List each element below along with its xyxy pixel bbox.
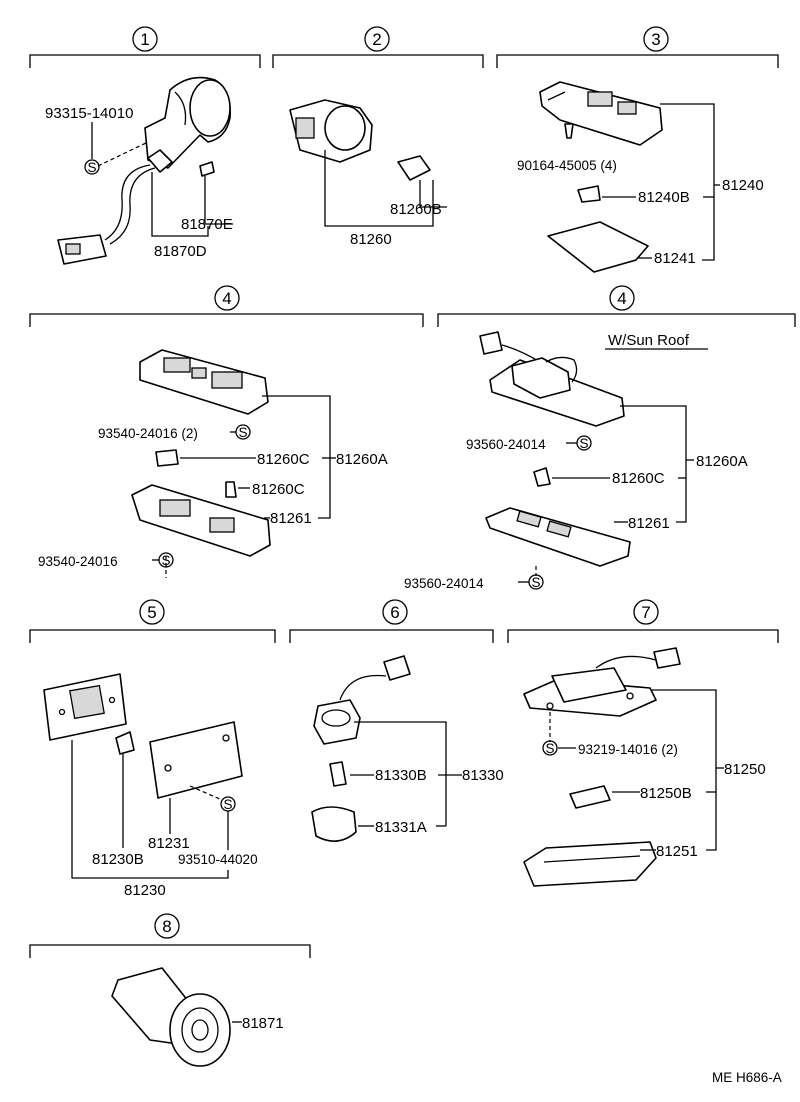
section-2-header: 2: [272, 26, 484, 68]
lens-81231: [149, 721, 243, 799]
section-4b-number: 4: [617, 289, 626, 308]
lamp-base-81240: [539, 81, 663, 146]
section-3-number: 3: [651, 30, 660, 49]
bulb-81240B: [577, 185, 601, 203]
section-7-header: 7: [507, 599, 779, 643]
wire-connector: [57, 234, 107, 265]
lens-81261: [131, 484, 271, 557]
svg-text:S: S: [238, 425, 247, 440]
label-81241: 81241: [654, 250, 696, 267]
section-4-number: 4: [222, 289, 231, 308]
section-6-header: 6: [289, 599, 494, 643]
svg-text:S: S: [579, 436, 588, 451]
bulb-81260C-2: [225, 481, 237, 498]
label-81261: 81261: [270, 510, 312, 527]
label-81240: 81240: [722, 177, 764, 194]
label-81260C-1: 81260C: [257, 451, 310, 468]
bulb-81250B: [569, 785, 611, 809]
label-81260C-2: 81260C: [252, 481, 305, 498]
label-93510-44020: 93510-44020: [178, 852, 258, 867]
section-4-header: 4: [29, 285, 424, 327]
section-6-number: 6: [390, 603, 399, 622]
label-93560-24014-bottom: 93560-24014: [404, 576, 484, 591]
label-93219-14016: 93219-14016 (2): [578, 742, 678, 757]
label-81250B: 81250B: [640, 785, 692, 802]
section-4b-header: 4 W/Sun Roof: [437, 285, 796, 350]
section-2-drawing: 81260B 81260: [289, 99, 447, 248]
label-81260: 81260: [350, 231, 392, 248]
section-3-drawing: 90164-45005 (4) 81240B 81240 81241: [517, 81, 764, 273]
label-81330B: 81330B: [375, 767, 427, 784]
connector-81330: [383, 655, 411, 681]
label-81870E: 81870E: [181, 216, 233, 233]
label-93560-24014-top: 93560-24014: [466, 437, 546, 452]
label-93540-24016-2: 93540-24016 (2): [98, 426, 198, 441]
label-81260C-sunroof: 81260C: [612, 470, 665, 487]
section-6-drawing: 81330B 81330 81331A: [311, 655, 504, 842]
svg-text:S: S: [223, 797, 232, 812]
label-81331A: 81331A: [375, 819, 427, 836]
label-81250: 81250: [724, 761, 766, 778]
figure-code: ME H686-A: [712, 1070, 782, 1085]
label-90164-45005: 90164-45005 (4): [517, 158, 617, 173]
section-8-number: 8: [162, 917, 171, 936]
socket-81330: [313, 699, 361, 745]
section-3-header: 3: [496, 26, 779, 68]
lens-81261-sunroof: [485, 507, 631, 567]
section-2-number: 2: [372, 30, 381, 49]
label-93540-24016: 93540-24016: [38, 554, 118, 569]
label-81240B: 81240B: [638, 189, 690, 206]
label-81260A: 81260A: [336, 451, 388, 468]
svg-text:S: S: [531, 575, 540, 590]
label-81870D: 81870D: [154, 243, 207, 260]
section-5-number: 5: [147, 603, 156, 622]
section-8-drawing: 81871: [111, 967, 284, 1067]
section-5-header: 5: [29, 599, 276, 643]
label-81231: 81231: [148, 835, 190, 852]
section-4b-drawing: S 93560-24014 81260C 81260A 81261 S 9356…: [404, 331, 748, 591]
label-81230: 81230: [124, 882, 166, 899]
cover-81331A: [311, 806, 357, 842]
bulb-81260C-1: [155, 449, 179, 467]
svg-text:S: S: [161, 553, 170, 568]
label-81230B: 81230B: [92, 851, 144, 868]
connector-81250: [653, 647, 681, 669]
section-4-drawing: S 93540-24016 (2) 81260C 81260C 81260A 8…: [38, 349, 388, 578]
svg-text:S: S: [545, 741, 554, 756]
section-5-drawing: S 81231 81230B 93510-44020 81230: [43, 673, 258, 899]
bulb-81870E: [199, 161, 215, 177]
lamp-base-81260A: [139, 349, 269, 415]
section-1-number: 1: [140, 30, 149, 49]
section-1-header: 1: [29, 26, 261, 68]
connector-sunroof: [479, 331, 503, 355]
screw-90164: [564, 123, 574, 139]
bulb-81230B: [115, 731, 135, 755]
label-81261-sunroof: 81261: [628, 515, 670, 532]
sun-roof-note: W/Sun Roof: [608, 332, 690, 349]
bulb-81260C-sunroof: [533, 467, 551, 487]
label-81330: 81330: [462, 767, 504, 784]
bulb-81260B: [397, 155, 431, 181]
label-81260B: 81260B: [390, 201, 442, 218]
section-8-header: 8: [29, 913, 311, 958]
label-81251: 81251: [656, 843, 698, 860]
lens-81251: [523, 841, 657, 887]
label-81871: 81871: [242, 1015, 284, 1032]
lens-81241: [547, 221, 649, 273]
section-1-drawing: S 93315-14010 81870E 81870D: [45, 76, 233, 265]
section-7-number: 7: [641, 603, 650, 622]
label-81260A-sunroof: 81260A: [696, 453, 748, 470]
label-93315-14010: 93315-14010: [45, 105, 133, 122]
section-7-drawing: S 93219-14016 (2) 81250B 81251 81250: [523, 647, 766, 887]
svg-text:S: S: [87, 160, 96, 175]
bulb-81330B: [329, 761, 347, 787]
